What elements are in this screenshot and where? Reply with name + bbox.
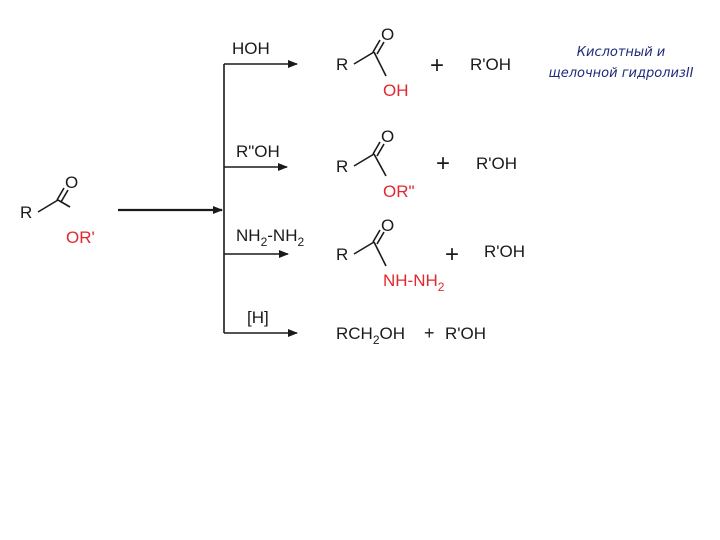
side-product-alcohol-4: R'OH bbox=[445, 324, 486, 343]
product-acid-bond-c-oh bbox=[373, 51, 387, 77]
product-ester-bond-c-or bbox=[373, 153, 387, 177]
reactant-r-label: R bbox=[20, 203, 32, 222]
product-hydrazide-bond-r-c bbox=[353, 241, 375, 255]
product-acid-bond-r-c bbox=[353, 51, 375, 65]
plus-sign-2: + bbox=[436, 150, 450, 177]
reagent-water: HOH bbox=[232, 39, 270, 58]
reactant-o-label: O bbox=[65, 173, 78, 192]
caption-line-1: Кислотный и bbox=[576, 45, 666, 60]
plus-sign-3: + bbox=[445, 241, 459, 268]
slide-caption: Кислотный и щелочной гидролизII bbox=[528, 42, 714, 84]
reagent-hydrogen: [H] bbox=[247, 308, 269, 327]
reactant-ester: R O OR' bbox=[20, 173, 95, 247]
reaction-transesterification: R"OH R O OR" + R'OH bbox=[224, 127, 517, 201]
reagent-alcohol: R"OH bbox=[236, 142, 280, 161]
product-ester-or-label: OR" bbox=[383, 182, 415, 201]
side-product-alcohol-1: R'OH bbox=[470, 55, 511, 74]
product-ester-r-label: R bbox=[336, 157, 348, 176]
product-ester-bond-r-c bbox=[353, 153, 375, 167]
product-ester-double-bond-b bbox=[376, 143, 385, 157]
product-ester-o-label: O bbox=[381, 127, 394, 146]
product-acid-double-bond-a bbox=[372, 39, 381, 53]
plus-sign-4: + bbox=[424, 323, 435, 343]
product-hydrazide-nhnh2-label: NH-NH2 bbox=[383, 271, 445, 294]
product-acid-r-label: R bbox=[336, 55, 348, 74]
reagent-hydrazine: NH2-NH2 bbox=[236, 226, 304, 249]
reactant-bond-c-or bbox=[57, 199, 71, 208]
plus-sign-1: + bbox=[430, 52, 444, 79]
product-ester-double-bond-a bbox=[372, 141, 381, 155]
product-hydrazide-o-label: O bbox=[381, 216, 394, 235]
product-acid-double-bond-b bbox=[376, 41, 385, 55]
product-acid-o-label: O bbox=[381, 25, 394, 44]
reaction-reduction: [H] RCH2OH + R'OH bbox=[224, 308, 486, 347]
product-acid-oh-label: OH bbox=[383, 81, 409, 100]
reactant-double-bond-b bbox=[60, 189, 69, 203]
side-product-alcohol-3: R'OH bbox=[484, 242, 525, 261]
product-primary-alcohol: RCH2OH bbox=[336, 324, 405, 347]
reactant-bond-r-c bbox=[37, 199, 59, 213]
reactant-or-label: OR' bbox=[66, 228, 95, 247]
product-hydrazide-double-bond-a bbox=[372, 229, 381, 243]
product-hydrazide-r-label: R bbox=[336, 245, 348, 264]
product-hydrazide-double-bond-b bbox=[376, 231, 385, 245]
side-product-alcohol-2: R'OH bbox=[476, 154, 517, 173]
reaction-hydrazinolysis: NH2-NH2 R O NH-NH2 + R'OH bbox=[224, 216, 525, 294]
reaction-hydrolysis: HOH R O OH + R'OH bbox=[224, 25, 511, 100]
caption-line-2: щелочной гидролизII bbox=[548, 66, 694, 81]
reactant-double-bond-a bbox=[56, 187, 65, 201]
product-hydrazide-bond-c-n bbox=[373, 241, 387, 267]
